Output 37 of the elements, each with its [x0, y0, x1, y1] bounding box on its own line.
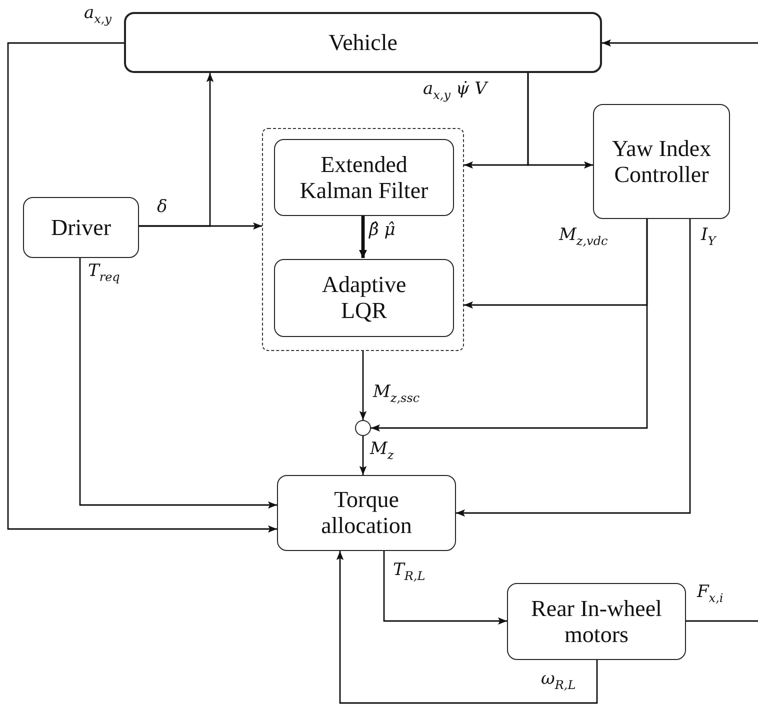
arrow	[371, 219, 648, 432]
process-box	[274, 139, 454, 216]
arrow	[456, 219, 691, 517]
process-box	[593, 104, 730, 219]
block-label: Torque allocation	[320, 487, 413, 539]
edge-label: T$_{req}$	[87, 262, 121, 284]
arrow	[527, 73, 593, 169]
edge-label: M$_{z,ssc}$	[372, 383, 421, 406]
process-box	[507, 583, 686, 660]
connector-line	[686, 620, 758, 622]
arrow	[383, 551, 507, 625]
edge-label: T$_{R,L}$	[392, 561, 426, 584]
process-box	[23, 197, 139, 258]
arrow	[359, 215, 367, 258]
dashed-group-box	[262, 128, 464, 351]
block-label: Extended Kalman Filter	[298, 152, 430, 204]
arrow	[602, 39, 758, 47]
block-label: Driver	[50, 214, 112, 240]
block-label: Vehicle	[328, 30, 398, 56]
arrow	[139, 222, 262, 230]
block-label: Adaptive LQR	[320, 272, 408, 324]
edge-label: M$_{z,vdc}$	[558, 226, 609, 248]
summing-junction	[355, 420, 371, 436]
block	[124, 12, 602, 73]
arrow	[336, 551, 598, 704]
process-box	[274, 259, 454, 337]
block-label: Rear In-wheel motors	[530, 596, 663, 648]
arrow	[79, 258, 277, 509]
edge-label: a$_{x,y}$ ψ̇ V	[422, 80, 488, 102]
edge-label: M$_{z}$	[369, 440, 395, 462]
arrow	[359, 351, 367, 420]
edge-label: β̂ μ̂	[368, 221, 396, 240]
block-label: Yaw Index Controller	[610, 136, 712, 188]
edge-label: F$_{x,i}$	[696, 583, 724, 606]
process-box	[277, 475, 456, 551]
arrow	[7, 42, 277, 533]
arrow	[359, 436, 367, 475]
